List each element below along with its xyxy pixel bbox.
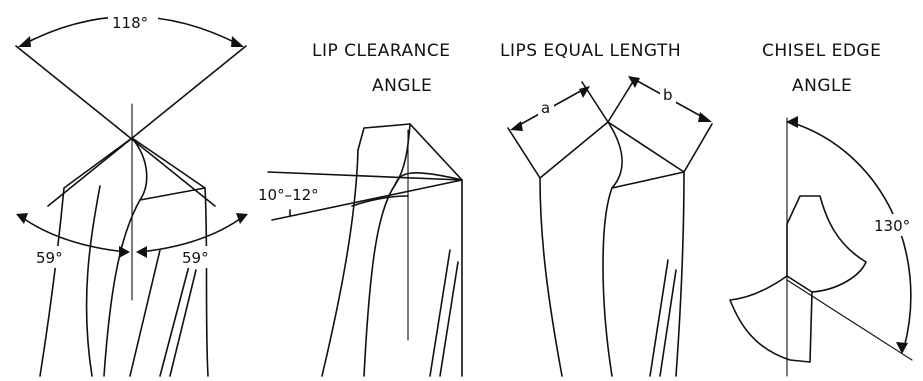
flute-curve-left [85,185,101,377]
flute-edge [363,123,411,377]
label-mask [108,10,158,32]
arrowhead-icon [896,342,908,354]
flute-line [169,269,197,377]
chisel-title-line2: ANGLE [792,76,852,96]
reference-line-angled [271,179,463,221]
arrowhead-icon [236,213,248,224]
label-mask [34,246,76,268]
lip-clearance-title-line1: LIP CLEARANCE [312,41,450,61]
lip-edge [611,171,685,189]
extension-line-a [507,127,541,179]
extension-line-b [607,79,635,123]
drill-tip-outline [357,123,463,181]
lip-edge [139,187,206,201]
extension-line-b [683,123,713,173]
reference-line-horizontal [267,171,463,181]
arrowhead-icon [628,76,640,88]
flute-line [129,249,161,377]
arc-130 [789,121,912,349]
lip-clearance-value-label: 10°–12° [258,186,319,204]
arrowhead-icon [231,36,244,47]
drill-outline-right [607,121,685,377]
arrowhead-icon [786,116,798,128]
arrowhead-icon [136,246,147,258]
extension-line-right [47,45,247,207]
panel-lips-equal: LIPS EQUAL LENGTH a b [500,41,713,377]
arc-59-left [19,215,127,253]
angle-59-right-label: 59° [182,249,209,267]
lip-a-label: a [541,99,550,117]
chisel-title-line1: CHISEL EDGE [762,41,881,61]
arrowhead-icon [579,86,590,98]
arrowhead-icon [510,121,523,131]
label-mask [538,98,554,116]
flute-edge [602,121,623,377]
arrowhead-icon [698,112,712,122]
chisel-value-label: 130° [874,217,910,235]
arrowhead-icon [18,36,31,47]
drill-outline-right [131,137,209,377]
chisel-edge-line [786,279,913,361]
arrowhead-icon [119,246,130,258]
panel-chisel-edge: CHISEL EDGE ANGLE 130° [729,41,918,377]
label-mask [256,184,318,204]
flute-line [159,261,191,377]
panel-point-angle: 118° 59° 59° [15,10,248,377]
lips-equal-title: LIPS EQUAL LENGTH [500,41,681,61]
angle-118-label: 118° [112,14,148,32]
drill-end-upper-lobe [786,195,867,293]
flute-line [649,259,669,377]
label-mask [872,214,918,236]
lip-edge [394,172,463,186]
extension-line-left [15,45,216,207]
flute-line [659,269,677,377]
label-mask [180,246,222,268]
angle-59-left-label: 59° [36,249,63,267]
flute-line [429,249,451,377]
arc-59-right [139,215,245,253]
lip-b-label: b [663,86,673,104]
label-mask [660,84,676,104]
flute-line [439,261,459,377]
drill-end-lower-lobe [729,275,813,363]
drill-outline-left [539,121,609,377]
arrowhead-icon [16,213,28,224]
panel-lip-clearance: LIP CLEARANCE ANGLE 10°–12° [256,41,463,377]
flute-edge [103,137,148,377]
drill-outline-left [321,149,359,377]
clearance-face [351,195,409,207]
lip-clearance-title-line2: ANGLE [372,76,432,96]
